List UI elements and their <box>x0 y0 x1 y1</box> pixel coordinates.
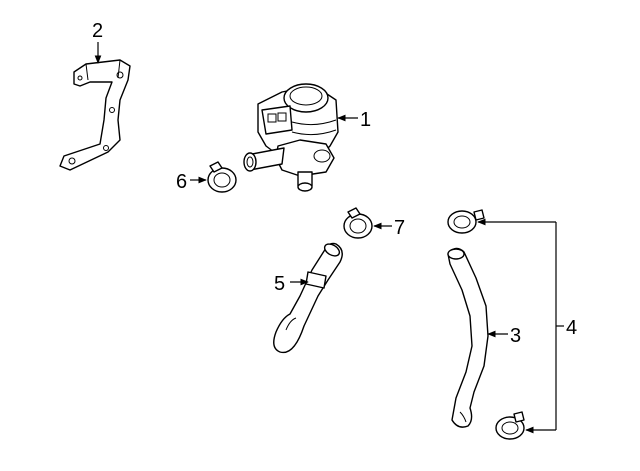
callout-4-label: 4 <box>566 317 577 339</box>
callout-7: 7 <box>373 217 405 239</box>
callout-1: 1 <box>337 109 371 131</box>
part-1-pump[interactable] <box>243 83 339 192</box>
part-4-clamp-bottom[interactable] <box>495 411 525 440</box>
part-5-hose[interactable] <box>273 242 343 354</box>
part-7-clamp[interactable] <box>343 207 373 239</box>
part-6-clamp[interactable] <box>207 161 237 193</box>
callout-6: 6 <box>176 171 207 193</box>
callout-3-label: 3 <box>510 325 521 347</box>
callout-2: 2 <box>92 20 103 64</box>
callout-5: 5 <box>274 273 309 295</box>
part-2-bracket[interactable] <box>59 59 131 171</box>
callout-6-label: 6 <box>176 171 187 193</box>
callout-5-label: 5 <box>274 273 285 295</box>
part-4-clamp-top[interactable] <box>447 209 485 234</box>
callout-2-label: 2 <box>92 20 103 42</box>
callout-4: 4 <box>477 218 577 434</box>
callout-1-label: 1 <box>360 109 371 131</box>
callout-3: 3 <box>487 325 521 347</box>
callout-7-label: 7 <box>394 217 405 239</box>
part-3-hose[interactable] <box>447 247 489 428</box>
